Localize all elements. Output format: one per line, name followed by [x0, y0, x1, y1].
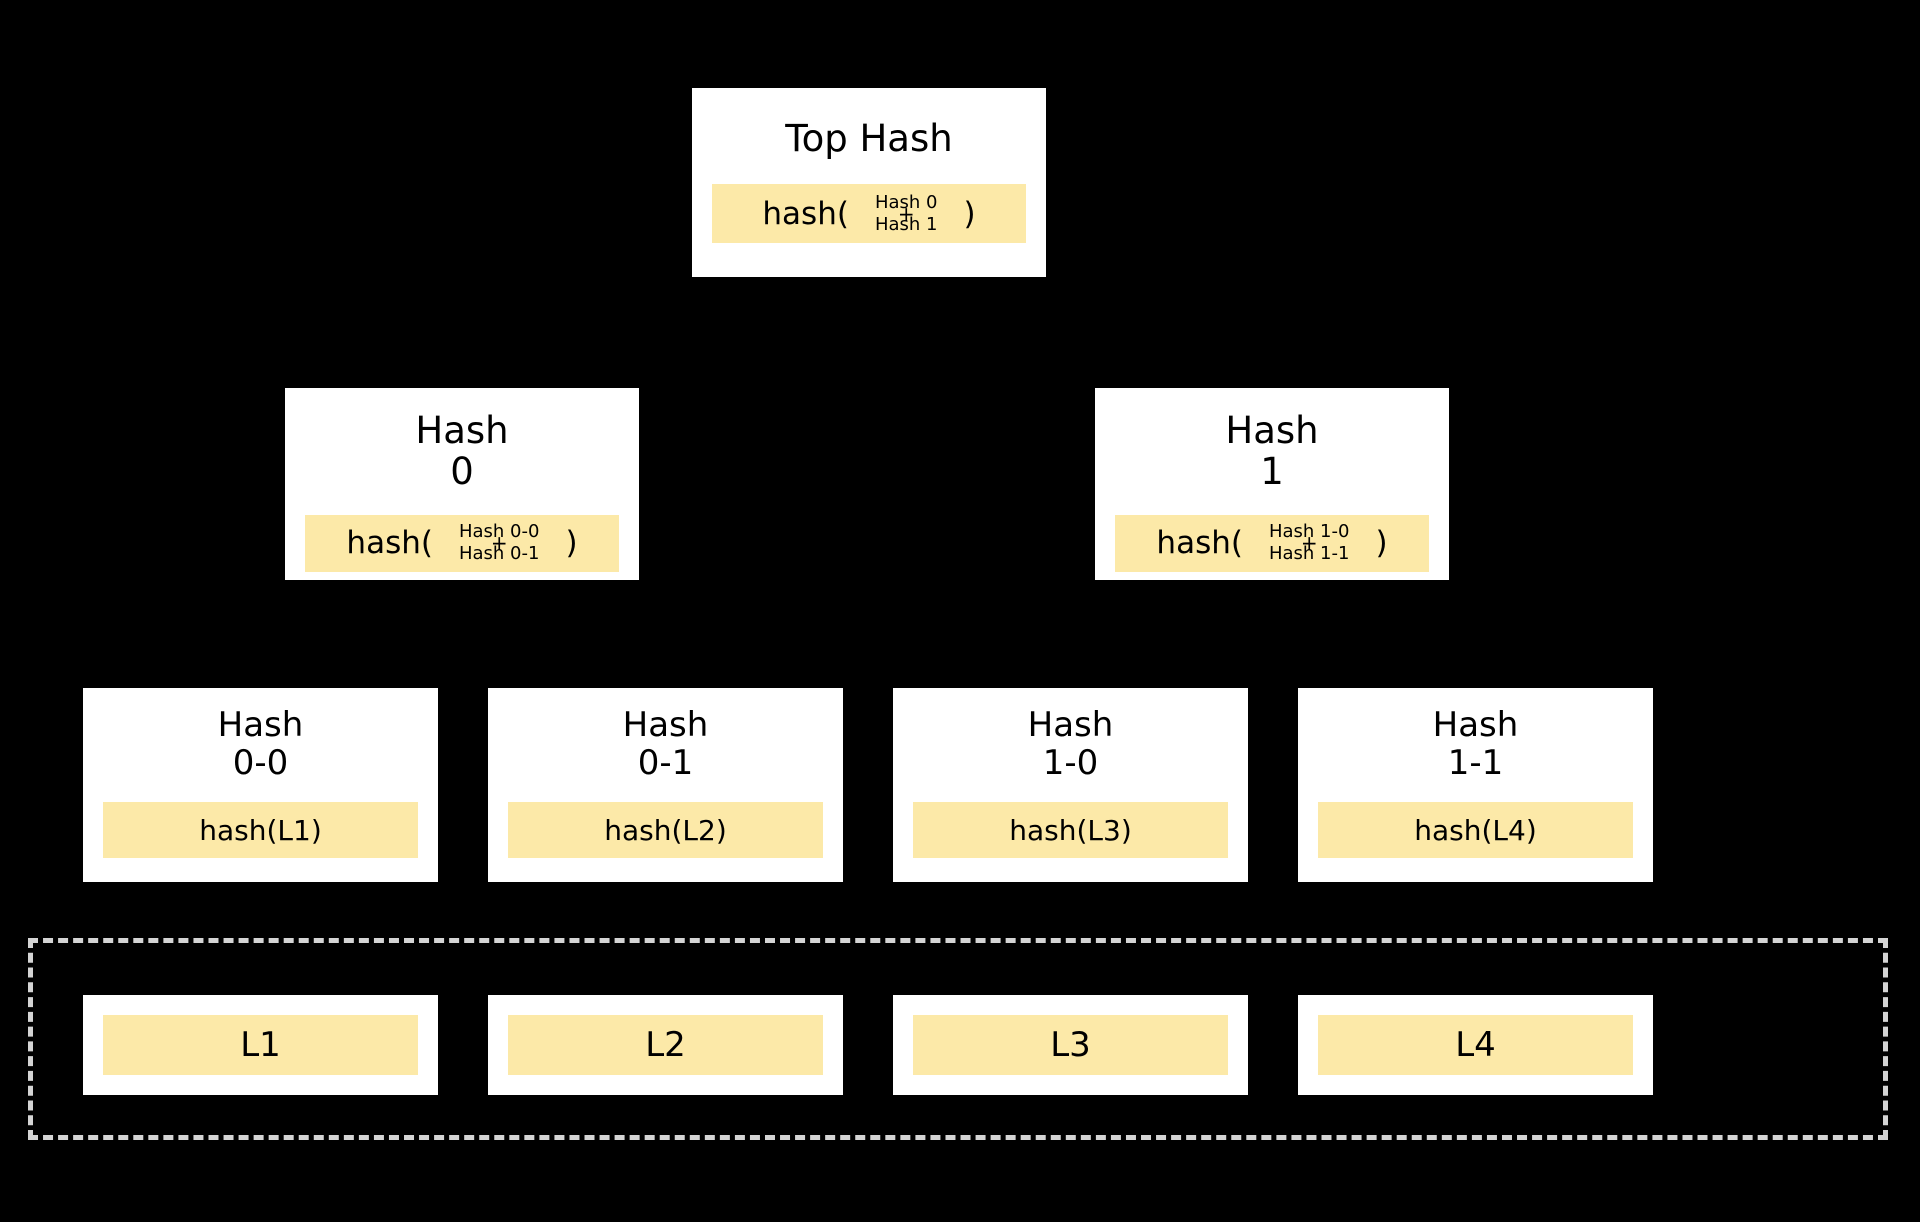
node-hash-0[interactable]: Hash 0 hash( Hash 0-0 + Hash 0-1 ): [285, 388, 639, 580]
hash-0-operand-b: Hash 0-1: [458, 543, 540, 565]
data-block-l3-label: L3: [913, 1015, 1228, 1075]
edge-hash11-to-hash1: [1366, 579, 1477, 688]
top-hash-formula-chip: hash( Hash 0 + Hash 1 ): [712, 184, 1026, 244]
hash-0-0-label: Hash 0-0: [217, 705, 304, 784]
hash-1-1-chip: hash(L4): [1318, 802, 1633, 859]
hash-0-0-chip: hash(L1): [103, 802, 418, 859]
node-data-block-l2[interactable]: L2: [488, 995, 843, 1095]
hash-0-fn-open: hash(: [346, 525, 433, 562]
hash-0-1-chip: hash(L2): [508, 802, 823, 859]
data-block-l2-label: L2: [508, 1015, 823, 1075]
hash-0-operands: Hash 0-0 + Hash 0-1: [458, 521, 540, 565]
edge-hash10-to-hash1: [1068, 579, 1179, 688]
hash-0-formula-chip: hash( Hash 0-0 + Hash 0-1 ): [305, 514, 619, 572]
hash-1-fn-close: ): [1375, 525, 1388, 562]
node-hash-1-1[interactable]: Hash 1-1 hash(L4): [1298, 688, 1653, 882]
data-block-l4-label: L4: [1318, 1015, 1633, 1075]
data-block-l1-label: L1: [103, 1015, 418, 1075]
node-data-block-l3[interactable]: L3: [893, 995, 1248, 1095]
hash-1-operand-a: Hash 1-0: [1268, 521, 1350, 543]
node-hash-1-0[interactable]: Hash 1-0 hash(L3): [893, 688, 1248, 882]
data-blocks-container: [28, 938, 1888, 1140]
hash-0-operand-plus: +: [490, 531, 508, 556]
hash-1-0-label: Hash 1-0: [1027, 705, 1114, 784]
edge-hash1-to-top: [944, 276, 1274, 388]
top-hash-operands: Hash 0 + Hash 1: [874, 191, 938, 235]
edge-hash00-to-hash0: [258, 579, 369, 688]
top-hash-fn-close: ): [963, 195, 976, 232]
hash-0-1-label: Hash 0-1: [622, 705, 709, 784]
hash-1-operand-b: Hash 1-1: [1268, 543, 1350, 565]
hash-1-label: Hash 1: [1225, 409, 1319, 494]
edge-hash01-to-hash0: [556, 579, 667, 688]
top-hash-operand-a: Hash 0: [874, 191, 938, 213]
node-hash-0-0[interactable]: Hash 0-0 hash(L1): [83, 688, 438, 882]
hash-1-0-chip: hash(L3): [913, 802, 1228, 859]
hash-1-fn-open: hash(: [1156, 525, 1243, 562]
node-hash-0-1[interactable]: Hash 0-1 hash(L2): [488, 688, 843, 882]
top-hash-label: Top Hash: [785, 117, 953, 160]
hash-0-label: Hash 0: [415, 409, 509, 494]
top-hash-operand-plus: +: [897, 201, 915, 226]
node-data-block-l4[interactable]: L4: [1298, 995, 1653, 1095]
node-data-block-l1[interactable]: L1: [83, 995, 438, 1095]
hash-1-1-label: Hash 1-1: [1432, 705, 1519, 784]
hash-0-fn-close: ): [565, 525, 578, 562]
node-top-hash[interactable]: Top Hash hash( Hash 0 + Hash 1 ): [692, 88, 1046, 277]
top-hash-operand-b: Hash 1: [874, 213, 938, 235]
top-hash-fn-open: hash(: [762, 195, 849, 232]
hash-1-operand-plus: +: [1300, 531, 1318, 556]
node-hash-1[interactable]: Hash 1 hash( Hash 1-0 + Hash 1-1 ): [1095, 388, 1449, 580]
hash-1-operands: Hash 1-0 + Hash 1-1: [1268, 521, 1350, 565]
hash-1-formula-chip: hash( Hash 1-0 + Hash 1-1 ): [1115, 514, 1429, 572]
edge-hash0-to-top: [460, 276, 794, 388]
hash-0-operand-a: Hash 0-0: [458, 521, 540, 543]
